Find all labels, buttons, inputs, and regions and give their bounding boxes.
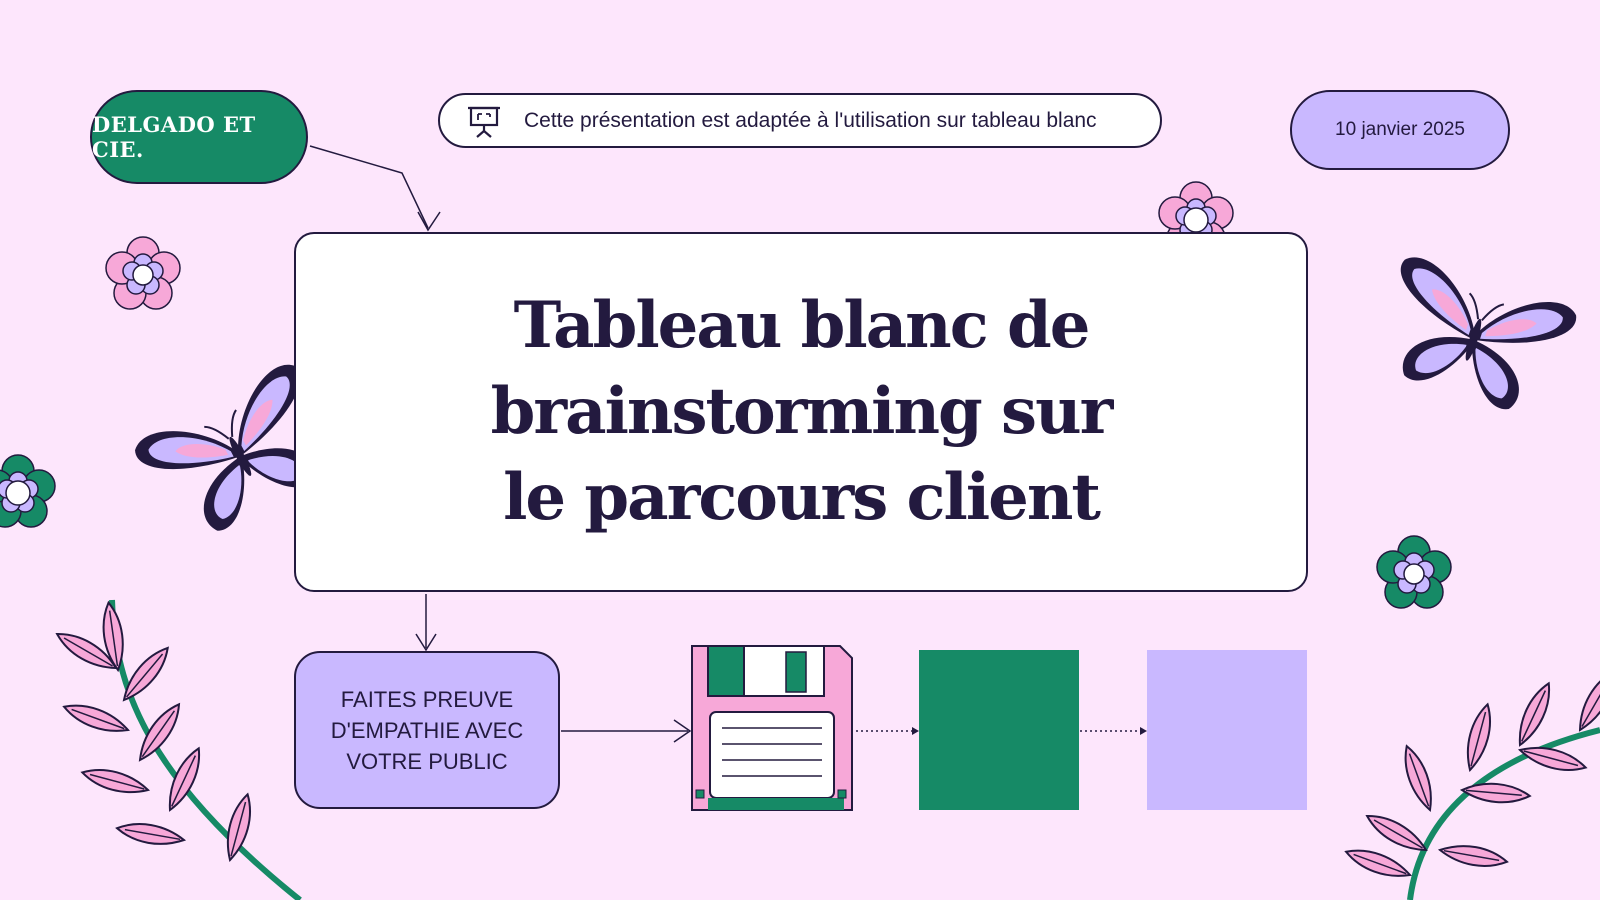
whiteboard-notice: Cette présentation est adaptée à l'utili…: [438, 93, 1162, 148]
page-title: Tableau blanc de brainstorming sur le pa…: [490, 288, 1114, 535]
leaf-branch-icon: [51, 599, 302, 900]
date-badge: 10 janvier 2025: [1290, 90, 1510, 170]
arrowhead: [415, 633, 437, 652]
arrowhead: [673, 719, 692, 743]
arrowhead: [1140, 727, 1147, 735]
connector-brand-to-title: [309, 145, 429, 229]
floppy-disk-icon: [691, 645, 853, 811]
flower-icon: [0, 454, 56, 528]
lilac-sticky-note[interactable]: [1147, 650, 1307, 810]
date-text: 10 janvier 2025: [1335, 119, 1465, 140]
brand-name: DELGADO ET CIE.: [92, 112, 256, 162]
presentation-board-icon: [468, 106, 500, 138]
brand-logo: DELGADO ET CIE.: [90, 90, 308, 184]
empathy-text: FAITES PREUVE D'EMPATHIE AVEC VOTRE PUBL…: [330, 686, 524, 774]
flower-icon: [1376, 535, 1452, 609]
arrowhead: [417, 211, 441, 232]
flower-icon: [105, 236, 181, 310]
butterfly-icon: [1367, 252, 1581, 424]
green-sticky-note[interactable]: [919, 650, 1079, 810]
arrowhead: [912, 727, 919, 735]
leaf-branch-icon: [1342, 665, 1600, 900]
title-card[interactable]: Tableau blanc de brainstorming sur le pa…: [294, 232, 1308, 592]
empathy-sticky-note[interactable]: FAITES PREUVE D'EMPATHIE AVEC VOTRE PUBL…: [294, 651, 560, 809]
notice-text: Cette présentation est adaptée à l'utili…: [524, 108, 1097, 132]
